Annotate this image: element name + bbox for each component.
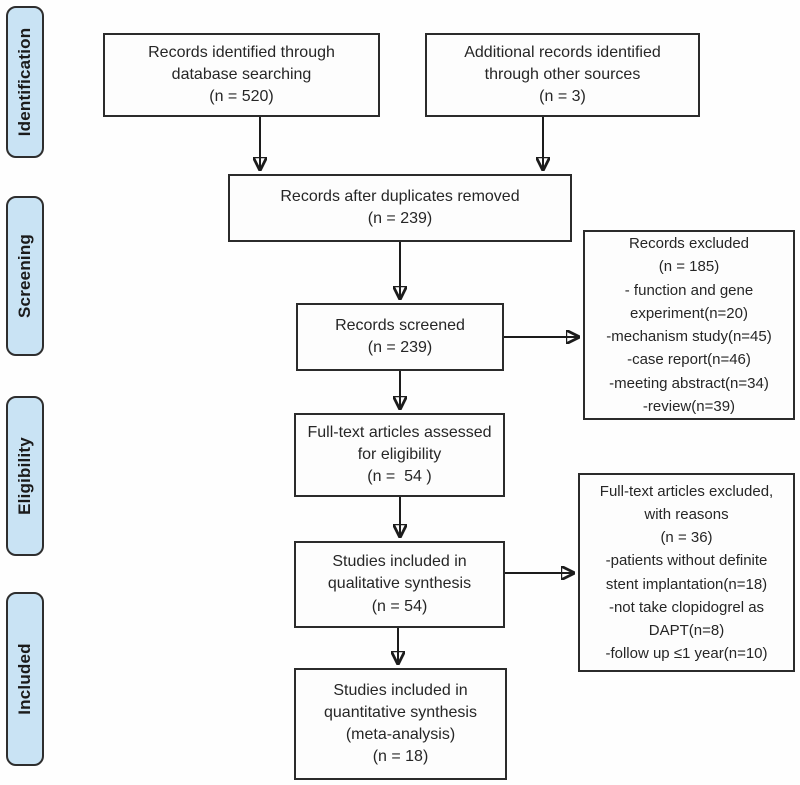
box-records-screened: Records screened (n = 239) xyxy=(296,303,504,371)
stage-screening: Screening xyxy=(6,196,44,356)
box-records-excluded: Records excluded (n = 185) - function an… xyxy=(583,230,795,420)
stage-screening-label: Screening xyxy=(15,234,34,318)
box-records-identified-database: Records identified through database sear… xyxy=(103,33,380,117)
stage-identification-label: Identification xyxy=(15,27,34,137)
stage-included-label: Included xyxy=(15,643,34,715)
box-after-duplicates-removed: Records after duplicates removed (n = 23… xyxy=(228,174,572,242)
box-quantitative-synthesis: Studies included in quantitative synthes… xyxy=(294,668,507,780)
box-records-identified-other-text: Additional records identified through ot… xyxy=(464,43,661,106)
box-fulltext-assessed-text: Full-text articles assessed for eligibil… xyxy=(307,423,492,486)
box-records-identified-database-text: Records identified through database sear… xyxy=(148,43,335,106)
stage-included: Included xyxy=(6,592,44,766)
box-records-identified-other: Additional records identified through ot… xyxy=(425,33,700,117)
box-quantitative-synthesis-text: Studies included in quantitative synthes… xyxy=(324,681,477,766)
box-qualitative-synthesis: Studies included in qualitative synthesi… xyxy=(294,541,505,628)
box-fulltext-excluded: Full-text articles excluded, with reason… xyxy=(578,473,795,672)
stage-eligibility-label: Eligibility xyxy=(15,437,34,515)
stage-identification: Identification xyxy=(6,6,44,158)
stage-eligibility: Eligibility xyxy=(6,396,44,556)
box-fulltext-assessed: Full-text articles assessed for eligibil… xyxy=(294,413,505,497)
box-records-screened-text: Records screened (n = 239) xyxy=(335,316,465,356)
box-fulltext-excluded-text: Full-text articles excluded, with reason… xyxy=(599,482,774,663)
box-qualitative-synthesis-text: Studies included in qualitative synthesi… xyxy=(327,553,472,615)
box-after-duplicates-removed-text: Records after duplicates removed (n = 23… xyxy=(280,187,520,227)
box-records-excluded-text: Records excluded (n = 185) - function an… xyxy=(606,235,772,415)
